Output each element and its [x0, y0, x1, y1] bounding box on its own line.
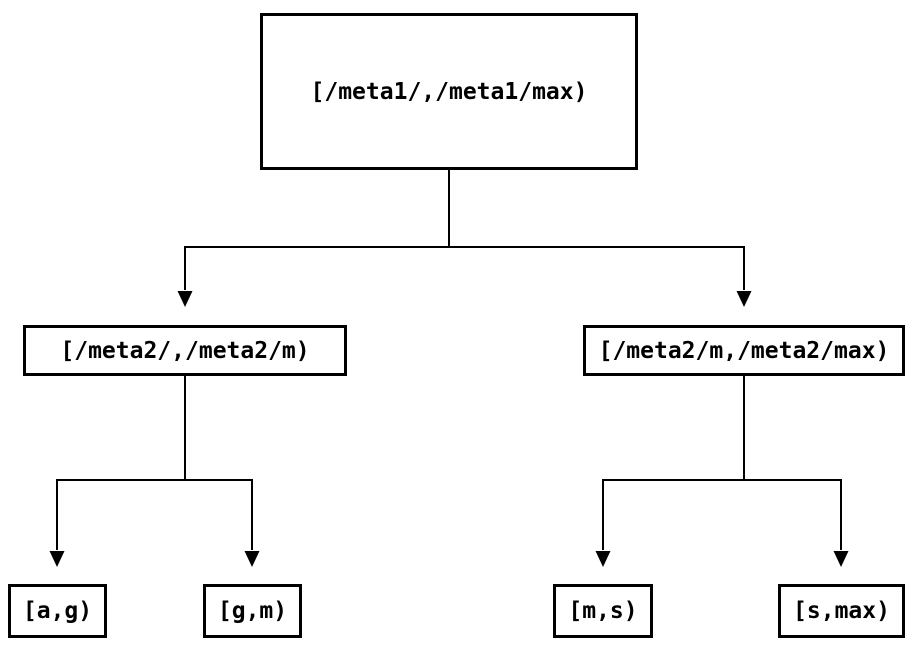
node-right-child-label: [/meta2/m,/meta2/max)	[598, 337, 890, 364]
arrowhead-to-leaf-smax	[833, 551, 849, 567]
arrowhead-to-left-child	[177, 291, 193, 307]
node-leaf-g-m: [g,m)	[203, 584, 302, 638]
arrowhead-to-leaf-gm	[244, 551, 260, 567]
node-leaf-s-max: [s,max)	[778, 584, 905, 638]
arrowhead-to-right-child	[736, 291, 752, 307]
edge-left-child-to-leaves	[56, 376, 253, 550]
arrowhead-to-leaf-ag	[49, 551, 65, 567]
arrowhead-to-leaf-ms	[595, 551, 611, 567]
node-leaf-a-g: [a,g)	[8, 584, 107, 638]
node-leaf-a-g-label: [a,g)	[22, 598, 93, 624]
node-root: [/meta1/,/meta1/max)	[260, 13, 638, 170]
node-leaf-s-max-label: [s,max)	[793, 598, 890, 624]
node-left-child: [/meta2/,/meta2/m)	[23, 325, 347, 376]
node-leaf-m-s: [m,s)	[553, 584, 653, 638]
edge-right-child-to-leaves	[602, 376, 842, 550]
edge-root-to-children	[184, 170, 745, 290]
node-leaf-m-s-label: [m,s)	[568, 598, 638, 624]
node-root-label: [/meta1/,/meta1/max)	[310, 78, 588, 105]
node-right-child: [/meta2/m,/meta2/max)	[583, 325, 905, 376]
node-left-child-label: [/meta2/,/meta2/m)	[60, 337, 310, 364]
node-leaf-g-m-label: [g,m)	[217, 598, 288, 624]
